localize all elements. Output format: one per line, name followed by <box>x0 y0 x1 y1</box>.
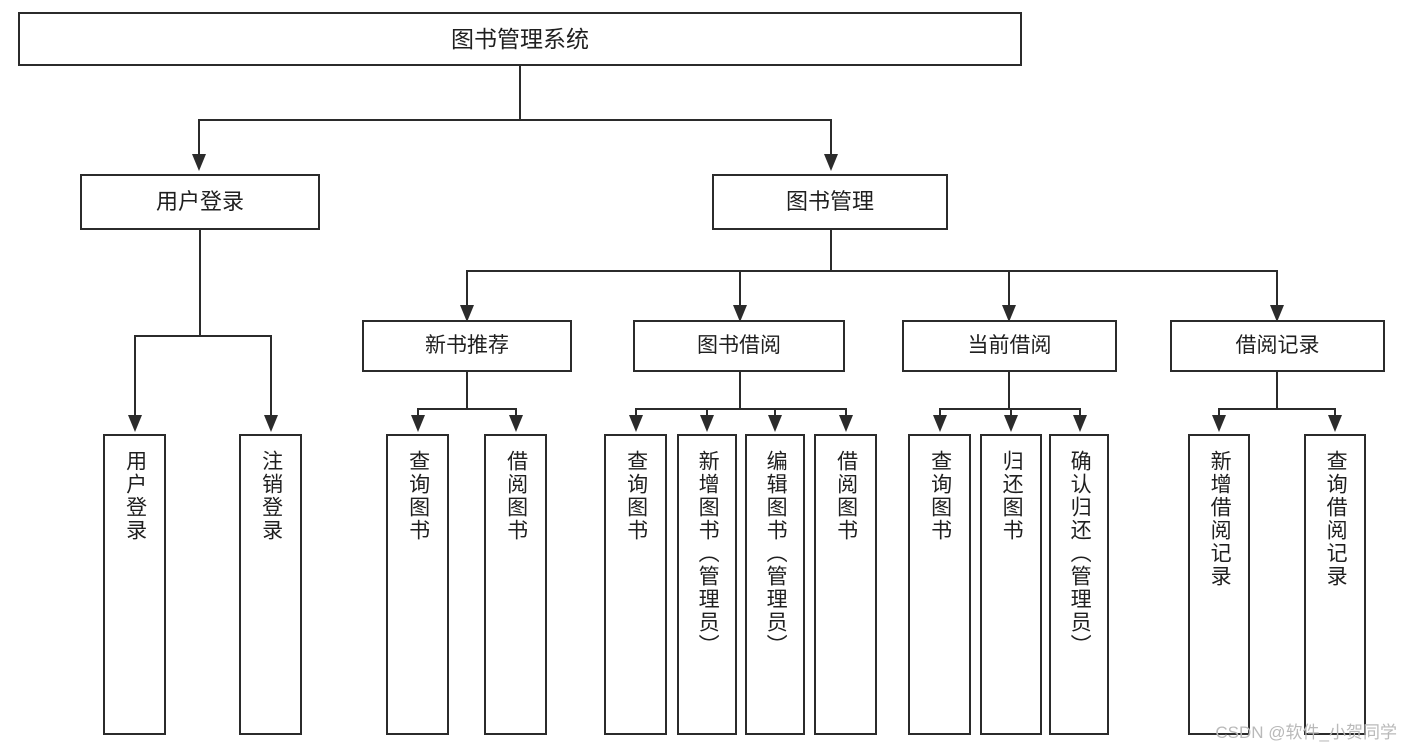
arrowhead-current-borrow-child-1 <box>933 415 947 432</box>
arrowhead-book-borrow-child-1 <box>629 415 643 432</box>
edge-book-management-stem <box>830 230 832 271</box>
edge-book-borrow-child-4 <box>845 408 847 418</box>
edge-current-borrow-child-1 <box>939 408 941 418</box>
arrowhead-user-login-child-1 <box>128 415 142 432</box>
node-new-book-recommend[interactable]: 新书推荐 <box>362 320 572 372</box>
node-label: 新书推荐 <box>425 333 509 357</box>
node-label: 图书管理 <box>785 189 874 215</box>
edge-user-login-child-2 <box>270 335 272 417</box>
edge-current-borrow-child-3 <box>1079 408 1081 418</box>
leaf-label: 新增借阅记录 <box>1208 450 1232 588</box>
leaf-label: 查询图书 <box>928 450 952 542</box>
leaf-label: 查询图书 <box>624 450 648 542</box>
leaf-user-login-logout[interactable]: 注销登录 <box>239 434 302 735</box>
edge-to-borrow-record <box>1276 270 1278 308</box>
leaf-label: 用户登录 <box>123 450 147 542</box>
node-borrow-record[interactable]: 借阅记录 <box>1170 320 1385 372</box>
edge-to-book-borrow <box>739 270 741 308</box>
edge-current-borrow-stem <box>1008 372 1010 410</box>
node-label: 图书借阅 <box>697 333 781 357</box>
node-label: 图书管理系统 <box>451 25 589 52</box>
arrowhead-borrow-record-child-1 <box>1212 415 1226 432</box>
arrowhead-to-book-management <box>824 154 838 171</box>
edge-root-stem <box>519 66 521 120</box>
node-user-login[interactable]: 用户登录 <box>80 174 320 230</box>
edge-book-borrow-child-3 <box>774 408 776 418</box>
node-root-book-management-system[interactable]: 图书管理系统 <box>18 12 1022 66</box>
edge-level2-bus <box>198 119 832 121</box>
arrowhead-book-borrow-child-4 <box>839 415 853 432</box>
arrowhead-to-new-book-recommend <box>460 305 474 322</box>
edge-new-book-recommend-stem <box>466 372 468 410</box>
arrowhead-borrow-record-child-2 <box>1328 415 1342 432</box>
edge-current-borrow-child-2 <box>1010 408 1012 418</box>
leaf-label: 查询图书 <box>406 450 430 542</box>
edge-to-current-borrow <box>1008 270 1010 308</box>
watermark: CSDN @软件_小贺同学 <box>1215 723 1397 742</box>
arrowhead-user-login-child-2 <box>264 415 278 432</box>
edge-borrow-record-child-2 <box>1334 408 1336 418</box>
leaf-label: 编辑图书（管理员） <box>764 450 788 657</box>
edge-new-book-recommend-child-2 <box>515 408 517 418</box>
edge-borrow-record-stem <box>1276 372 1278 410</box>
leaf-book-borrow-edit-book[interactable]: 编辑图书（管理员） <box>745 434 805 735</box>
arrowhead-new-book-recommend-child-1 <box>411 415 425 432</box>
node-current-borrow[interactable]: 当前借阅 <box>902 320 1117 372</box>
leaf-current-borrow-confirm-return[interactable]: 确认归还（管理员） <box>1049 434 1109 735</box>
leaf-label: 借阅图书 <box>504 450 528 542</box>
leaf-label: 新增图书（管理员） <box>696 450 720 657</box>
edge-user-login-bus <box>134 335 272 337</box>
leaf-new-book-query-book[interactable]: 查询图书 <box>386 434 449 735</box>
leaf-user-login-login[interactable]: 用户登录 <box>103 434 166 735</box>
node-book-borrow[interactable]: 图书借阅 <box>633 320 845 372</box>
edge-user-login-stem <box>199 230 201 336</box>
edge-new-book-recommend-child-1 <box>417 408 419 418</box>
leaf-label: 归还图书 <box>1000 450 1024 542</box>
edge-book-borrow-child-1 <box>635 408 637 418</box>
edge-to-new-book-recommend <box>466 270 468 308</box>
arrowhead-current-borrow-child-2 <box>1004 415 1018 432</box>
leaf-borrow-record-add-record[interactable]: 新增借阅记录 <box>1188 434 1250 735</box>
arrowhead-book-borrow-child-3 <box>768 415 782 432</box>
edge-to-user-login <box>198 119 200 156</box>
edge-user-login-child-1 <box>134 335 136 417</box>
edge-borrow-record-child-1 <box>1218 408 1220 418</box>
arrowhead-book-borrow-child-2 <box>700 415 714 432</box>
edge-book-borrow-stem <box>739 372 741 410</box>
edge-level3-bus <box>466 270 1278 272</box>
arrowhead-new-book-recommend-child-2 <box>509 415 523 432</box>
edge-book-borrow-child-2 <box>706 408 708 418</box>
edge-new-book-recommend-bus <box>417 408 517 410</box>
arrowhead-to-user-login <box>192 154 206 171</box>
node-book-management[interactable]: 图书管理 <box>712 174 948 230</box>
edge-borrow-record-bus <box>1218 408 1336 410</box>
arrowhead-to-current-borrow <box>1002 305 1016 322</box>
arrowhead-to-borrow-record <box>1270 305 1284 322</box>
leaf-new-book-borrow-book[interactable]: 借阅图书 <box>484 434 547 735</box>
leaf-book-borrow-borrow-book[interactable]: 借阅图书 <box>814 434 877 735</box>
leaf-borrow-record-query-record[interactable]: 查询借阅记录 <box>1304 434 1366 735</box>
leaf-current-borrow-query-book[interactable]: 查询图书 <box>908 434 971 735</box>
leaf-book-borrow-add-book[interactable]: 新增图书（管理员） <box>677 434 737 735</box>
arrowhead-current-borrow-child-3 <box>1073 415 1087 432</box>
leaf-current-borrow-return-book[interactable]: 归还图书 <box>980 434 1042 735</box>
leaf-label: 确认归还（管理员） <box>1068 450 1092 657</box>
arrowhead-to-book-borrow <box>733 305 747 322</box>
node-label: 当前借阅 <box>967 333 1052 357</box>
leaf-label: 注销登录 <box>259 450 283 542</box>
edge-book-borrow-bus <box>635 408 847 410</box>
leaf-book-borrow-query-book[interactable]: 查询图书 <box>604 434 667 735</box>
leaf-label: 查询借阅记录 <box>1324 450 1348 588</box>
node-label: 借阅记录 <box>1235 333 1320 357</box>
edge-to-book-management <box>830 119 832 156</box>
node-label: 用户登录 <box>155 189 244 215</box>
leaf-label: 借阅图书 <box>834 450 858 542</box>
